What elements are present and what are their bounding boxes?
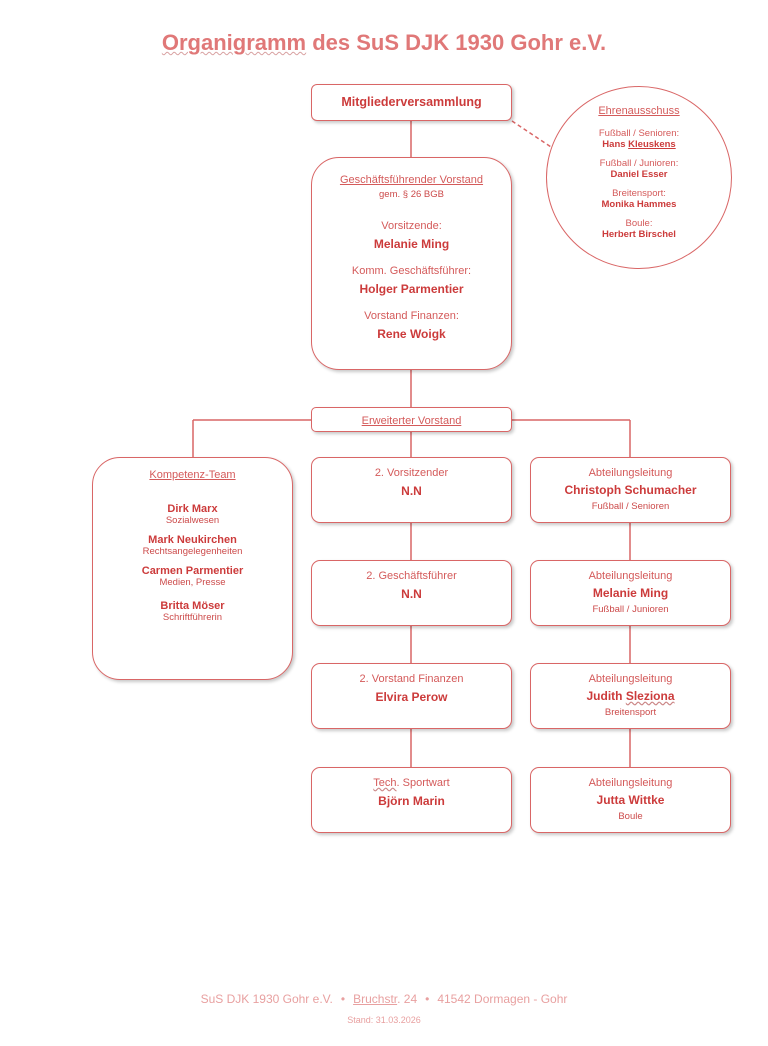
kompetenz-name-2: Mark Neukirchen (148, 534, 237, 546)
middle-name-3: Elvira Perow (375, 690, 448, 704)
box-abteilung-boule: Abteilungsleitung Jutta Wittke Boule (530, 767, 731, 833)
box-abteilung-fussball-junioren: Abteilungsleitung Melanie Ming Fußball /… (530, 560, 731, 626)
middle-name-2: N.N (401, 587, 422, 601)
footer-org: SuS DJK 1930 Gohr e.V. (200, 992, 333, 1006)
separator-dot: • (340, 992, 346, 1006)
kompetenz-role-3: Medien, Presse (159, 577, 226, 588)
page-title: Organigramm des SuS DJK 1930 Gohr e.V. (0, 30, 768, 56)
ehren-name-3: Monika Hammes (601, 199, 677, 210)
right-name-2: Melanie Ming (592, 586, 669, 600)
ehren-label-1: Fußball / Senioren: (598, 128, 680, 139)
ehren-label-4: Boule: (625, 218, 653, 229)
box-2-geschaeftsfuehrer: 2. Geschäftsführer N.N (311, 560, 512, 626)
vorstand-subtitle: gem. § 26 BGB (379, 189, 444, 200)
footer-address: SuS DJK 1930 Gohr e.V. • Bruchstr. 24 • 4154… (0, 992, 768, 1006)
ehren-label-3: Breitensport: (612, 188, 666, 199)
right-label-4: Abteilungsleitung (588, 777, 673, 789)
separator-dot: • (425, 992, 430, 1006)
right-dept-1: Fußball / Senioren (591, 501, 670, 512)
kompetenz-name-1: Dirk Marx (167, 503, 218, 515)
title-rest: des SuS DJK 1930 Gohr e.V. (306, 30, 607, 55)
vorstand-name-3: Rene Woigk (377, 327, 446, 341)
middle-label-3: 2. Vorstand Finanzen (359, 673, 464, 685)
right-label-1: Abteilungsleitung (588, 467, 673, 479)
ehren-name-4: Herbert Birschel (602, 229, 676, 240)
middle-name-1: N.N (401, 484, 422, 498)
right-label-3: Abteilungsleitung (588, 673, 673, 685)
title-underlined: Organigramm (161, 30, 307, 55)
kompetenz-name-3: Carmen Parmentier (141, 565, 244, 577)
vorstand-label-2: Komm. Geschäftsführer: (351, 265, 472, 277)
right-dept-3: Breitensport (604, 707, 657, 718)
middle-label-2: 2. Geschäftsführer (366, 570, 457, 582)
footer-stand-date: Stand: 31.03.2026 (347, 1015, 421, 1025)
right-dept-4: Boule (618, 811, 643, 822)
kompetenz-name-4: Britta Möser (160, 600, 225, 612)
right-label-2: Abteilungsleitung (588, 570, 673, 582)
box-erweiterter-vorstand: Erweiterter Vorstand (311, 407, 512, 432)
middle-label-1: 2. Vorsitzender (374, 467, 449, 479)
vorstand-label-1: Vorsitzende: (381, 220, 442, 232)
kompetenz-role-2: Rechtsangelegenheiten (142, 546, 243, 557)
ehrenausschuss-title: Ehrenausschuss (598, 105, 680, 117)
right-name-4: Jutta Wittke (596, 793, 665, 807)
vorstand-title: Geschäftsführender Vorstand (339, 174, 484, 186)
box-2-vorstand-finanzen: 2. Vorstand Finanzen Elvira Perow (311, 663, 512, 729)
footer-street-name: Bruchstr (353, 992, 398, 1006)
box-mitgliederversammlung: Mitgliederversammlung (311, 84, 512, 121)
box-2-vorsitzender: 2. Vorsitzender N.N (311, 457, 512, 523)
mitgliederversammlung-label: Mitgliederversammlung (341, 95, 482, 109)
box-kompetenz-team: Kompetenz-Team Dirk Marx Sozialwesen Mar… (92, 457, 293, 680)
ehren-label-2: Fußball / Junioren: (599, 158, 679, 169)
right-name-3: Judith Sleziona (586, 689, 675, 703)
line-dashed-ehrenausschuss (511, 120, 552, 148)
kompetenz-title: Kompetenz-Team (149, 469, 236, 481)
right-name-1: Christoph Schumacher (564, 483, 697, 497)
box-geschaeftsfuehrender-vorstand: Geschäftsführender Vorstand gem. § 26 BG… (311, 157, 512, 370)
middle-label-4: Tech. Sportwart (373, 777, 450, 789)
ehren-name-2: Daniel Esser (610, 169, 668, 180)
vorstand-name-2: Holger Parmentier (359, 282, 464, 296)
footer-street-number: . 24 (397, 992, 418, 1006)
vorstand-name-1: Melanie Ming (373, 237, 450, 251)
footer-city: 41542 Dormagen - Gohr (437, 992, 568, 1006)
middle-name-4: Björn Marin (378, 794, 445, 808)
right-dept-2: Fußball / Junioren (592, 604, 669, 615)
ehren-name-1: Hans Kleuskens (602, 139, 676, 150)
erweiterter-vorstand-label: Erweiterter Vorstand (361, 415, 462, 427)
circle-ehrenausschuss: Ehrenausschuss Fußball / Senioren: Hans … (546, 86, 732, 269)
vorstand-label-3: Vorstand Finanzen: (364, 310, 459, 322)
kompetenz-role-4: Schriftführerin (162, 612, 223, 623)
box-abteilung-fussball-senioren: Abteilungsleitung Christoph Schumacher F… (530, 457, 731, 523)
box-abteilung-breitensport: Abteilungsleitung Judith Sleziona Breite… (530, 663, 731, 729)
kompetenz-role-1: Sozialwesen (165, 515, 220, 526)
box-tech-sportwart: Tech. Sportwart Björn Marin (311, 767, 512, 833)
